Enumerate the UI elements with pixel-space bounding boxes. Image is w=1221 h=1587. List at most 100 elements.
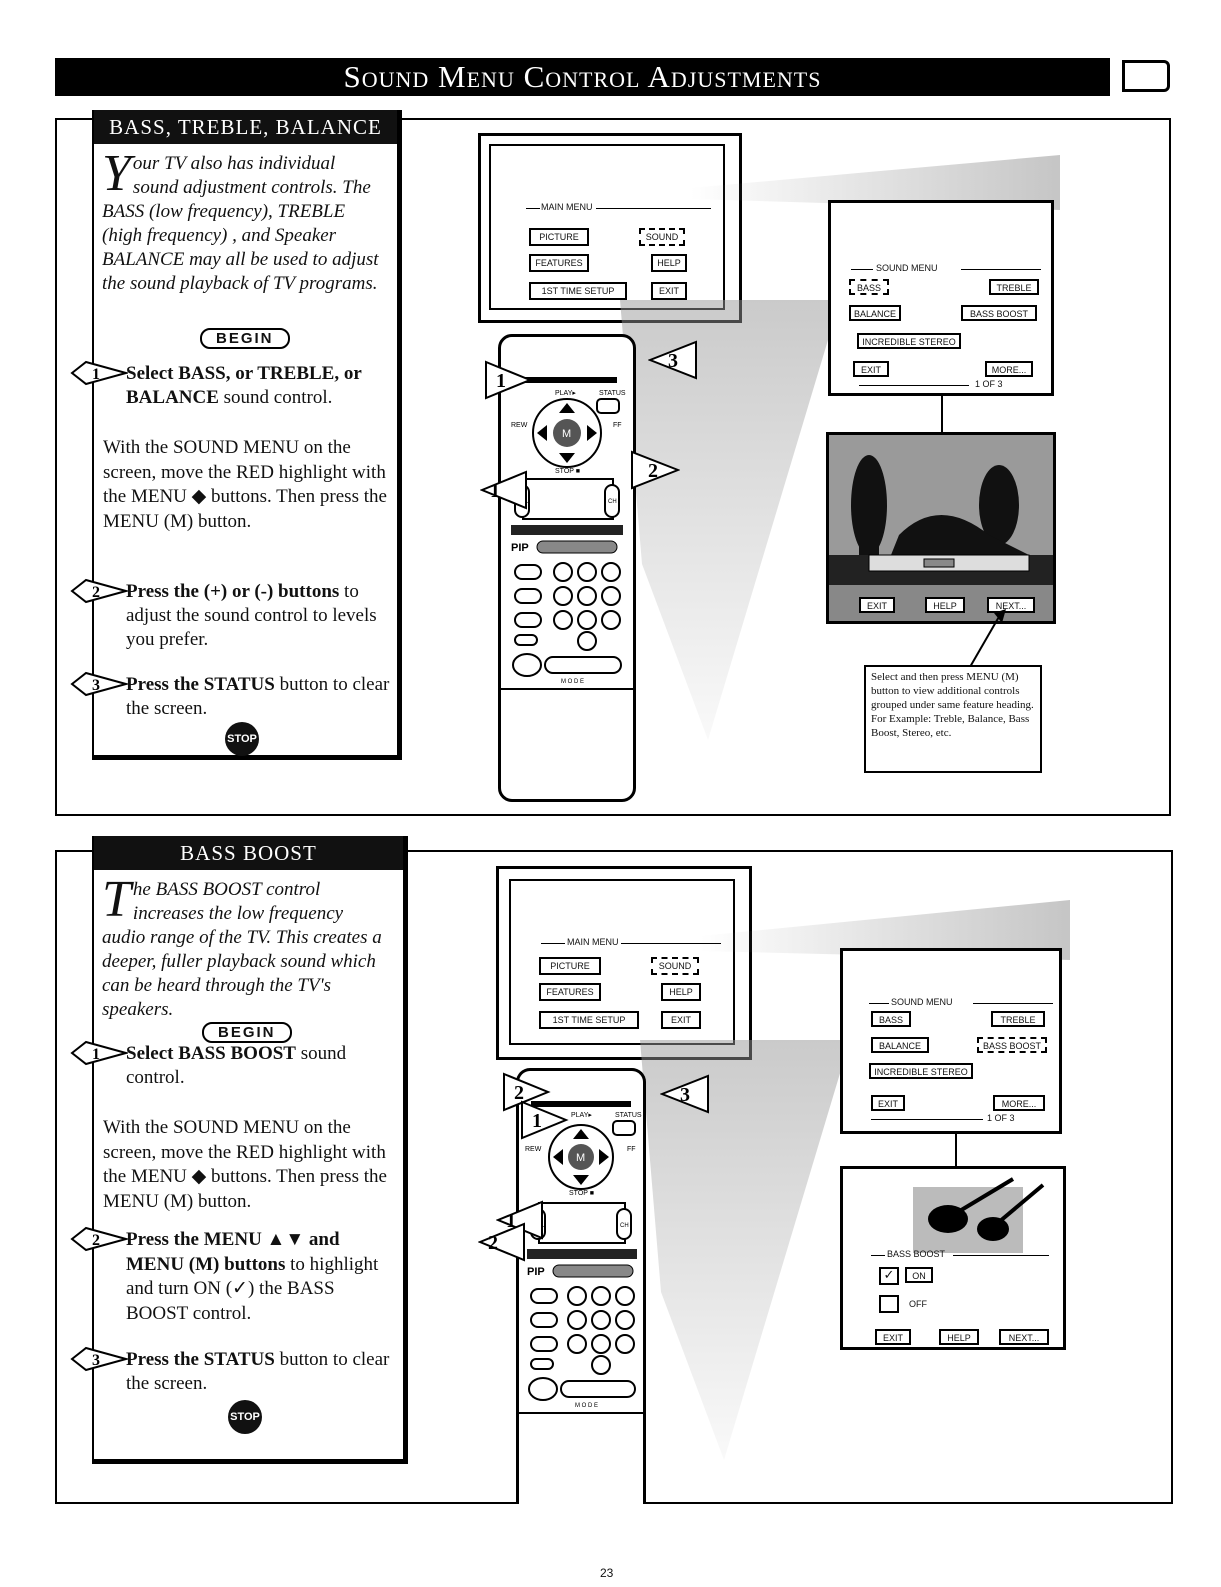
svg-text:PLAY▸: PLAY▸: [555, 390, 576, 397]
svg-text:1: 1: [92, 1046, 100, 1063]
off-option[interactable]: OFF: [909, 1299, 927, 1309]
begin-badge: BEGIN: [200, 328, 290, 349]
step-2: 2 Press the (+) or (-) buttons to adjust…: [70, 578, 390, 652]
header-tab-icon: [1122, 60, 1170, 92]
main-menu-screen: MAIN MENU PICTURE SOUND FEATURES HELP 1S…: [496, 866, 752, 1060]
exit-button[interactable]: EXIT: [859, 597, 895, 613]
main-menu-label: MAIN MENU: [567, 937, 619, 947]
menu-features-button[interactable]: FEATURES: [539, 983, 601, 1001]
more-option[interactable]: MORE...: [993, 1095, 1045, 1111]
svg-text:CH: CH: [608, 499, 617, 505]
svg-text:REW: REW: [525, 1146, 542, 1153]
sound-menu-screen: SOUND MENU BASS TREBLE BALANCE BASS BOOS…: [828, 200, 1054, 396]
step-1: 1 Select BASS, or TREBLE, or BALANCE sou…: [70, 360, 390, 410]
svg-text:STATUS: STATUS: [599, 390, 626, 397]
on-option[interactable]: ON: [905, 1267, 933, 1283]
svg-text:1: 1: [92, 366, 100, 383]
help-button[interactable]: HELP: [925, 597, 965, 613]
bass-boost-option[interactable]: BASS BOOST: [977, 1037, 1047, 1053]
callout-note: Select and then press MENU (M) button to…: [864, 665, 1042, 773]
step-2: 2 Press the MENU ▲▼ and MENU (M) buttons…: [70, 1226, 400, 1326]
exit-button[interactable]: EXIT: [875, 1329, 911, 1345]
page-indicator: 1 OF 3: [975, 379, 1003, 389]
step-3: 3 Press the STATUS button to clear the s…: [70, 1346, 400, 1396]
section-bass-treble-balance: [55, 118, 1171, 816]
remote-buttons: PLAY▸ STATUS M REW FF STOP ■ VOL CH PIP …: [519, 1101, 643, 1414]
callout-marker-2: 2: [631, 450, 680, 490]
incredible-stereo-option[interactable]: INCREDIBLE STEREO: [857, 333, 961, 349]
treble-option[interactable]: TREBLE: [991, 1011, 1045, 1027]
svg-text:2: 2: [648, 460, 658, 482]
next-button[interactable]: NEXT...: [987, 597, 1035, 613]
menu-sound-button[interactable]: SOUND: [639, 228, 685, 246]
menu-exit-button[interactable]: EXIT: [651, 282, 687, 300]
bass-option[interactable]: BASS: [871, 1011, 911, 1027]
svg-text:1: 1: [496, 370, 506, 392]
sound-menu-screen: SOUND MENU BASS TREBLE BALANCE BASS BOOS…: [840, 948, 1062, 1134]
bass-boost-option[interactable]: BASS BOOST: [961, 305, 1037, 321]
svg-text:PLAY▸: PLAY▸: [571, 1112, 592, 1119]
menu-picture-button[interactable]: PICTURE: [529, 228, 589, 246]
menu-picture-button[interactable]: PICTURE: [539, 957, 601, 975]
svg-text:REW: REW: [511, 422, 528, 429]
menu-sound-button[interactable]: SOUND: [651, 957, 699, 975]
svg-text:STOP ■: STOP ■: [555, 468, 580, 475]
menu-help-button[interactable]: HELP: [661, 983, 701, 1001]
svg-text:M: M: [562, 428, 571, 440]
svg-text:3: 3: [680, 1084, 690, 1106]
balance-option[interactable]: BALANCE: [871, 1037, 929, 1053]
menu-setup-button[interactable]: 1ST TIME SETUP: [529, 282, 627, 300]
svg-text:M O D E: M O D E: [561, 679, 584, 685]
more-option[interactable]: MORE...: [985, 361, 1033, 377]
callout-marker-1b: 1: [480, 470, 527, 510]
menu-help-button[interactable]: HELP: [651, 254, 687, 272]
bass-option[interactable]: BASS: [849, 279, 889, 295]
svg-text:3: 3: [668, 350, 678, 372]
main-menu-label: MAIN MENU: [541, 202, 593, 212]
page-indicator: 1 OF 3: [987, 1113, 1015, 1123]
callout-marker-3: 3: [660, 1074, 709, 1114]
off-checkbox[interactable]: [879, 1295, 899, 1313]
svg-text:2: 2: [92, 584, 100, 601]
menu-setup-button[interactable]: 1ST TIME SETUP: [539, 1011, 639, 1029]
step-arrow-icon: 3: [70, 671, 128, 697]
callout-marker-2b: 2: [478, 1222, 525, 1262]
step-1: 1 Select BASS BOOST sound control.: [70, 1040, 400, 1090]
step-arrow-icon: 3: [70, 1346, 128, 1372]
svg-text:2: 2: [92, 1232, 100, 1249]
help-button[interactable]: HELP: [939, 1329, 979, 1345]
incredible-stereo-option[interactable]: INCREDIBLE STEREO: [869, 1063, 973, 1079]
svg-text:FF: FF: [627, 1146, 636, 1153]
treble-option[interactable]: TREBLE: [989, 279, 1039, 295]
svg-text:1: 1: [506, 1210, 516, 1232]
bass-boost-screen: BASS BOOST ✓ ON OFF EXIT HELP NEXT...: [840, 1166, 1066, 1350]
stop-icon: STOP: [228, 1400, 262, 1434]
svg-text:PIP: PIP: [511, 542, 529, 554]
step-arrow-icon: 2: [70, 578, 128, 604]
callout-marker-1a: 1: [521, 1100, 569, 1140]
svg-text:M O D E: M O D E: [575, 1403, 598, 1409]
svg-text:2: 2: [488, 1232, 498, 1254]
menu-features-button[interactable]: FEATURES: [529, 254, 589, 272]
svg-text:1: 1: [532, 1110, 542, 1132]
svg-text:M: M: [576, 1152, 585, 1164]
callout-marker-3: 3: [648, 340, 697, 380]
svg-text:3: 3: [92, 677, 100, 694]
exit-option[interactable]: EXIT: [871, 1095, 905, 1111]
page-title-text: Sound Menu Control Adjustments: [343, 59, 822, 94]
next-button[interactable]: NEXT...: [999, 1329, 1049, 1345]
balance-option[interactable]: BALANCE: [849, 305, 901, 321]
exit-option[interactable]: EXIT: [853, 361, 889, 377]
on-checkbox[interactable]: ✓: [879, 1267, 899, 1285]
svg-text:PIP: PIP: [527, 1266, 545, 1278]
drum-picture: [913, 1177, 1045, 1253]
callout-marker-1: 1: [485, 360, 533, 400]
step-3: 3 Press the STATUS button to clear the s…: [70, 671, 390, 721]
bass-boost-label: BASS BOOST: [887, 1249, 946, 1259]
menu-exit-button[interactable]: EXIT: [661, 1011, 701, 1029]
svg-text:STATUS: STATUS: [615, 1112, 642, 1119]
